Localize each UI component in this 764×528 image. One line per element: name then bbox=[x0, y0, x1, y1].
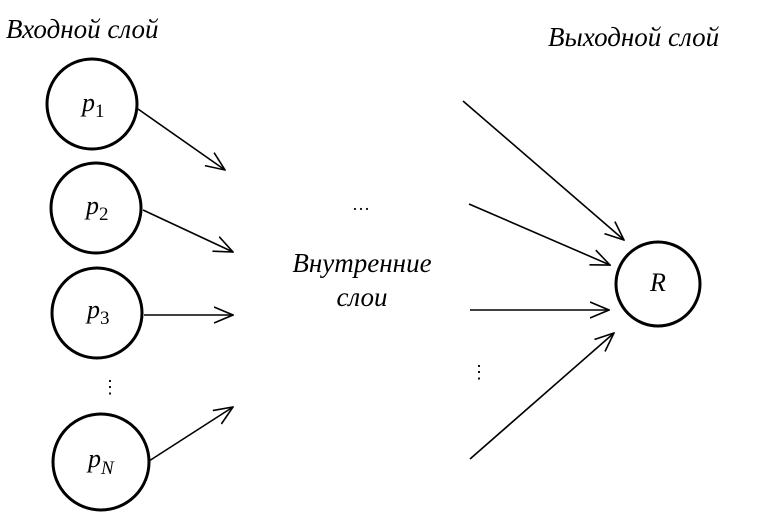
arrow-hidden-to-R-4 bbox=[469, 333, 614, 460]
svg-text:p3: p3 bbox=[85, 295, 110, 329]
output-node-label: R bbox=[649, 268, 666, 297]
arrow-hidden-to-R-1 bbox=[462, 100, 624, 240]
arrow-hidden-to-R-2 bbox=[468, 203, 610, 265]
svg-text:p1: p1 bbox=[80, 88, 105, 122]
output-layer-title: Выходной слой bbox=[548, 22, 720, 52]
arrow-pN-to-hidden bbox=[148, 407, 233, 462]
input-node-p3-sub: 3 bbox=[100, 308, 110, 329]
input-node-p2: p2 bbox=[49, 161, 143, 255]
hidden-horizontal-ellipsis: … bbox=[352, 194, 370, 214]
input-node-p3-var: p bbox=[85, 295, 100, 324]
input-node-pN-sub: N bbox=[100, 458, 115, 479]
arrow-p2-to-hidden bbox=[142, 209, 233, 252]
input-node-p2-sub: 2 bbox=[99, 204, 109, 225]
output-node-R: R bbox=[614, 240, 702, 328]
input-node-p1-sub: 1 bbox=[95, 101, 105, 122]
svg-text:pN: pN bbox=[86, 444, 115, 479]
input-layer-title: Входной слой bbox=[6, 14, 159, 44]
hidden-vertical-ellipsis: ⋮ bbox=[470, 362, 488, 382]
svg-text:p2: p2 bbox=[84, 191, 109, 225]
input-node-p2-var: p bbox=[84, 191, 99, 220]
input-node-p3: p3 bbox=[50, 266, 144, 360]
input-node-p1-var: p bbox=[80, 88, 95, 117]
input-node-p1: p1 bbox=[45, 57, 139, 151]
input-node-pN: pN bbox=[51, 412, 151, 512]
input-vertical-ellipsis: ⋮ bbox=[101, 377, 119, 397]
arrow-p1-to-hidden bbox=[137, 108, 225, 170]
hidden-layers-label-line2: слои bbox=[336, 282, 387, 312]
hidden-layers-label-line1: Внутренние bbox=[292, 248, 431, 278]
input-node-pN-var: p bbox=[86, 444, 101, 473]
